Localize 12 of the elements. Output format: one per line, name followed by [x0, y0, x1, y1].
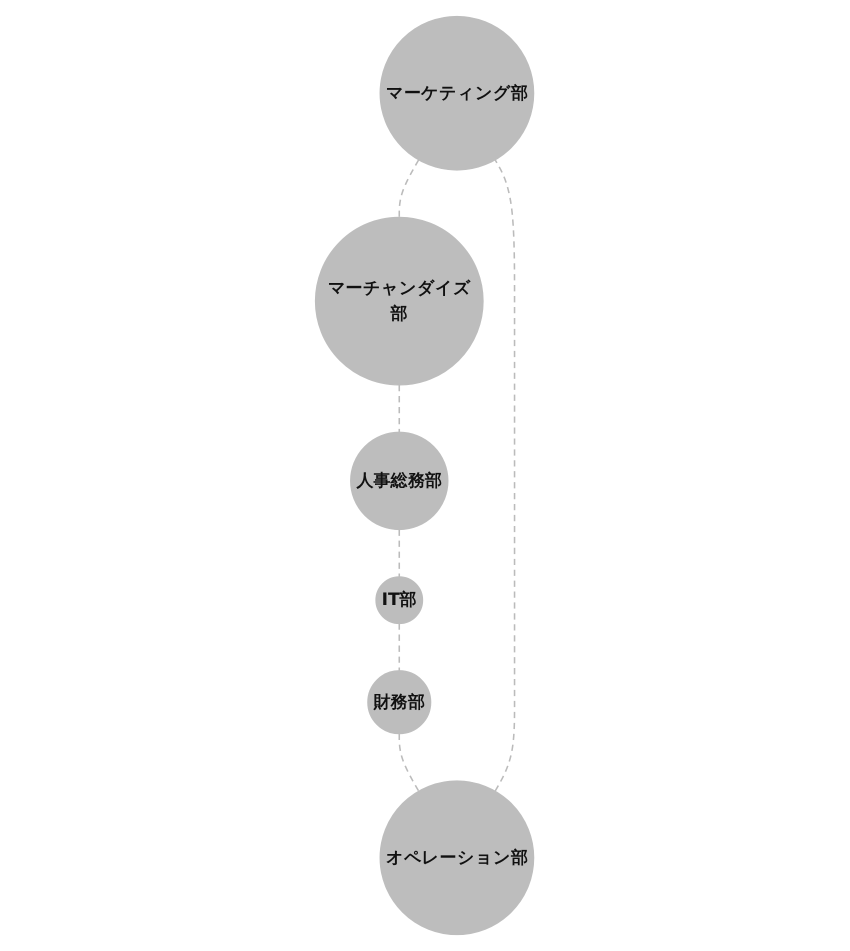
node-circle: IT部	[376, 576, 424, 624]
node-circle: 財務部	[368, 670, 432, 734]
connector	[494, 160, 516, 792]
node-circle: オペレーション部	[380, 780, 535, 936]
connector	[398, 160, 420, 218]
node-circle: マーチャンダイズ部	[315, 216, 484, 386]
connector	[398, 624, 400, 671]
node-circle: マーケティング部	[380, 16, 535, 171]
connector	[398, 385, 400, 432]
node-circle: 人事総務部	[350, 432, 449, 530]
connector	[398, 530, 400, 577]
connector	[398, 734, 420, 792]
